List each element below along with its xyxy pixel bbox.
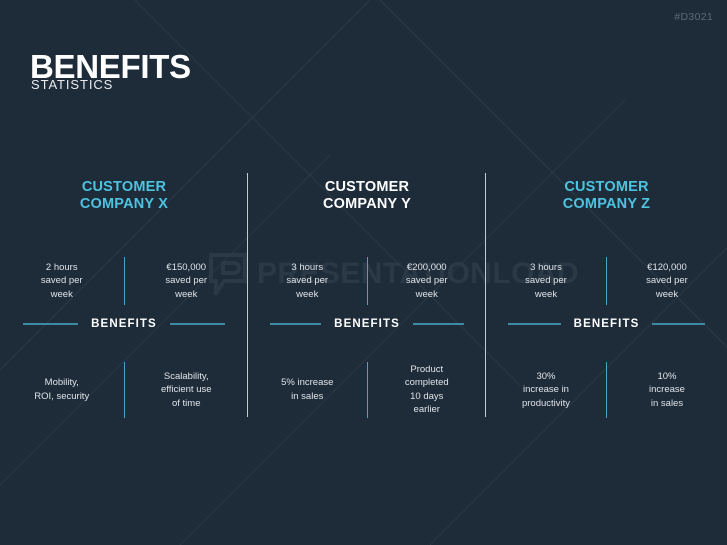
- document-code: #D3021: [674, 11, 713, 23]
- page-subtitle: STATISTICS: [31, 77, 114, 92]
- column-heading-x-line2: COMPANY X: [79, 196, 169, 213]
- benefit-cell: Mobility,ROI, security: [34, 377, 90, 402]
- benefits-rule-left: [508, 322, 561, 325]
- benefits-rule-left: [23, 322, 79, 325]
- benefits-rule-right: [412, 322, 465, 325]
- benefits-rule-left: [270, 322, 322, 325]
- benefits-band-x: BENEFITS: [0, 318, 248, 330]
- column-heading-x: CUSTOMER COMPANY X: [0, 170, 248, 214]
- column-heading-z: CUSTOMER COMPANY Z: [486, 170, 727, 214]
- column-heading-y: CUSTOMER COMPANY Y: [248, 170, 486, 214]
- benefits-rule-right: [652, 322, 706, 325]
- benefit-row-x: Mobility,ROI, security Scalability,effic…: [0, 361, 249, 418]
- column-heading-x-line1: CUSTOMER: [81, 179, 167, 195]
- column-heading-y-line1: CUSTOMER: [324, 179, 410, 195]
- benefits-band-y: BENEFITS: [248, 318, 486, 330]
- column-heading-z-line2: COMPANY Z: [562, 196, 651, 213]
- benefits-label: BENEFITS: [91, 317, 157, 330]
- benefits-band-z: BENEFITS: [486, 318, 727, 330]
- benefits-label: BENEFITS: [573, 317, 640, 330]
- benefits-label: BENEFITS: [334, 317, 400, 330]
- column-heading-y-line2: COMPANY Y: [322, 196, 411, 213]
- benefits-rule-right: [169, 322, 225, 325]
- column-heading-z-line1: CUSTOMER: [564, 179, 649, 195]
